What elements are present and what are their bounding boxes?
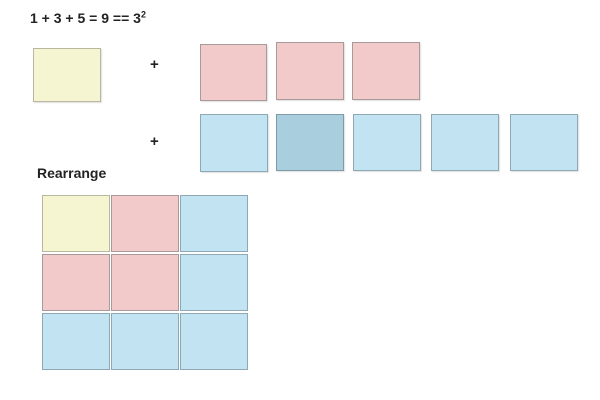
grid-cell-r2c2 xyxy=(111,254,179,311)
grid-cell-r1c3 xyxy=(180,195,248,252)
equation-title: 1 + 3 + 5 = 9 == 32 xyxy=(30,10,146,26)
grid-cell-r1c2 xyxy=(111,195,179,252)
grid-cell-r3c1 xyxy=(42,313,110,370)
grid-cell-r1c1 xyxy=(42,195,110,252)
plus-sign-2: + xyxy=(150,133,159,150)
grid-cell-r2c1 xyxy=(42,254,110,311)
pink-square-3 xyxy=(352,42,420,100)
yellow-unit-square xyxy=(33,48,101,102)
blue-square-3 xyxy=(353,114,421,171)
blue-square-1 xyxy=(200,114,268,172)
blue-square-4 xyxy=(431,114,499,171)
blue-square-2 xyxy=(276,114,344,171)
equation-exponent: 2 xyxy=(140,9,146,20)
blue-square-5 xyxy=(510,114,578,171)
plus-sign-1: + xyxy=(150,56,159,73)
equation-expression: 1 + 3 + 5 = 9 == 3 xyxy=(30,10,141,26)
rearrange-heading: Rearrange xyxy=(37,165,107,181)
pink-square-2 xyxy=(276,42,344,100)
pink-square-1 xyxy=(200,44,267,101)
grid-cell-r2c3 xyxy=(180,254,248,311)
grid-cell-r3c2 xyxy=(111,313,179,370)
grid-cell-r3c3 xyxy=(180,313,248,370)
